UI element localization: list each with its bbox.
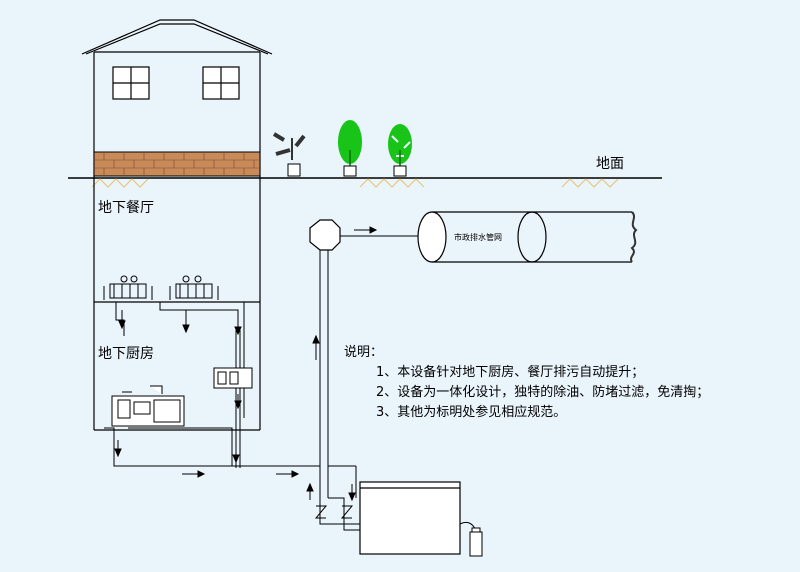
- ground-label: 地面: [596, 156, 624, 172]
- potted-plant-green-2: [388, 124, 412, 177]
- gate-valves: [314, 505, 354, 519]
- note-item-3: 3、其他为标明处参见相应规范。: [376, 404, 566, 420]
- basement-restaurant-label: 地下餐厅: [98, 200, 154, 216]
- grass-tufts: [91, 178, 619, 188]
- control-box: [459, 521, 483, 557]
- note-item-2: 2、设备为一体化设计，独特的除油、防堵过滤，免清掏；: [376, 384, 709, 400]
- municipal-sewer-label: 市政排水管网: [454, 232, 502, 242]
- brick-band: [93, 151, 261, 177]
- dining-tables: [103, 275, 219, 300]
- basement-kitchen-label: 地下厨房: [98, 346, 154, 362]
- building: [81, 19, 273, 431]
- roof: [81, 19, 273, 55]
- kitchen-equipment: [111, 367, 253, 427]
- lift-station-tank: [359, 481, 461, 555]
- potted-plant-dark: [272, 132, 306, 177]
- discharge-pipe: [244, 235, 432, 531]
- potted-plant-green-1: [338, 120, 362, 177]
- note-item-1: 1、本设备针对地下厨房、餐厅排污自动提升；: [376, 364, 644, 380]
- municipal-sewer-pipe: [417, 211, 638, 263]
- brick-pattern: [94, 152, 260, 176]
- check-valve: [309, 219, 341, 251]
- notes-title: 说明：: [344, 345, 383, 360]
- windows: [112, 66, 240, 100]
- flow-arrows: [114, 226, 378, 502]
- drain-piping: [104, 302, 260, 468]
